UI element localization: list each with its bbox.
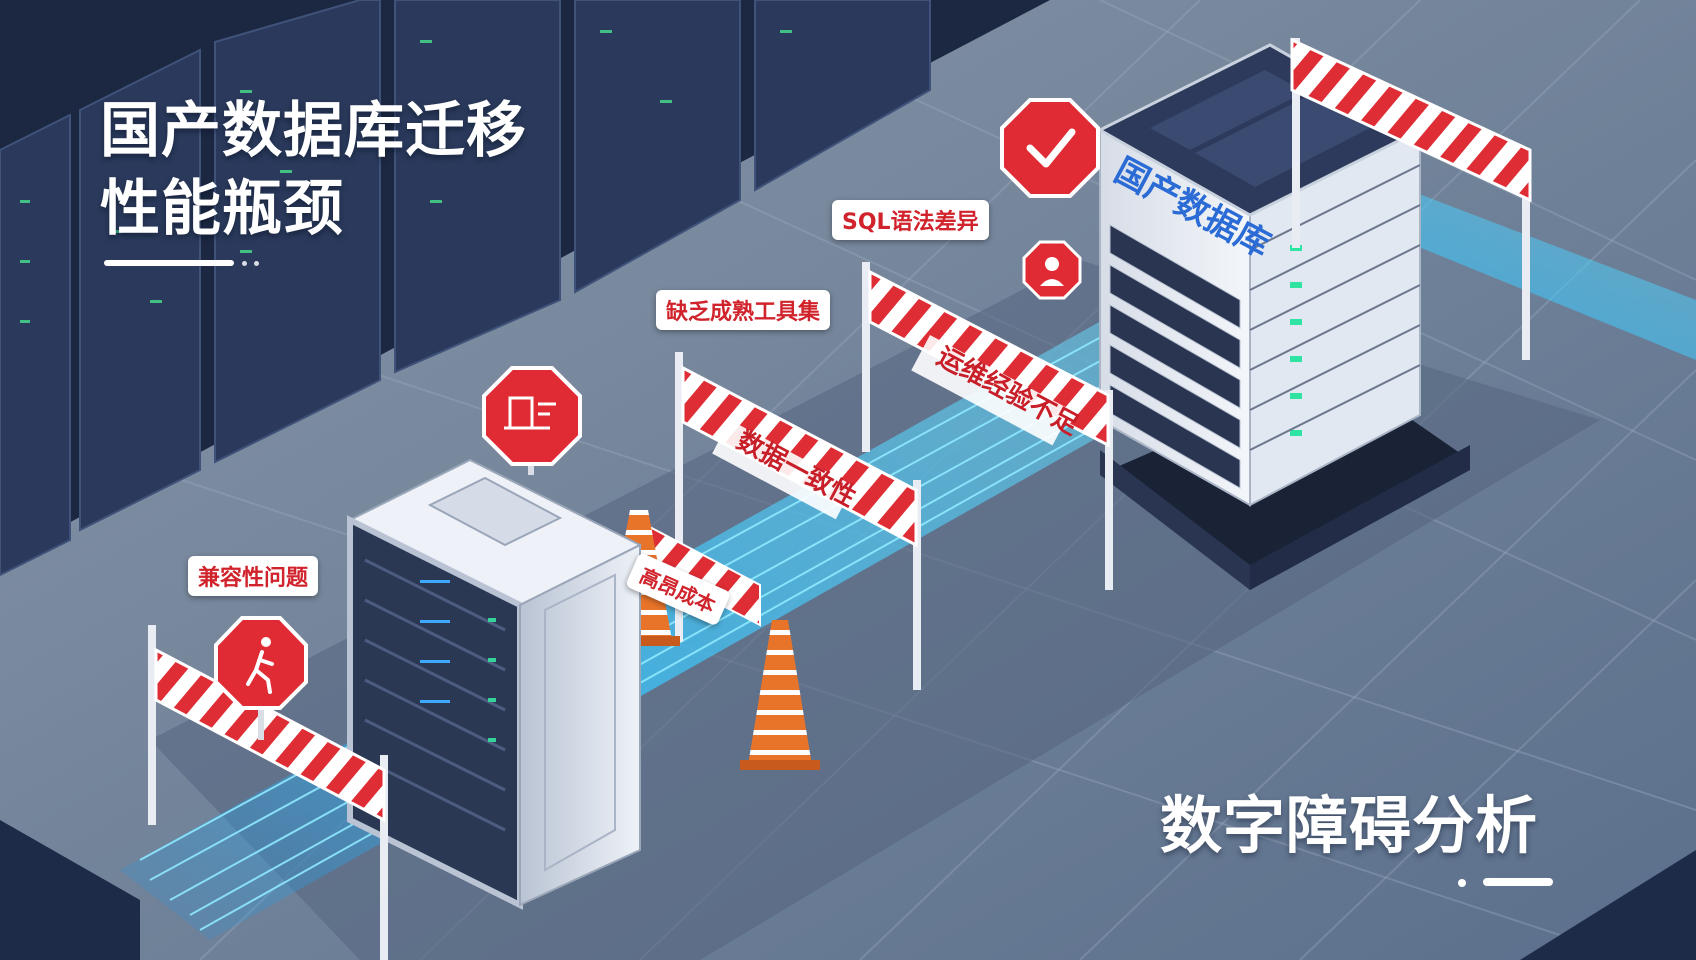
title-dot-2 bbox=[254, 261, 259, 266]
legacy-server-cabinet bbox=[347, 458, 643, 910]
background-rack-units bbox=[0, 0, 931, 577]
traffic-cone-right bbox=[740, 620, 820, 770]
warning-sign-workstation bbox=[482, 366, 582, 475]
barrier-data-consistency: 数据一致性 bbox=[675, 352, 921, 690]
barrier-server-top bbox=[1290, 37, 1532, 360]
barrier-front-left bbox=[148, 625, 388, 960]
title-underline bbox=[104, 260, 234, 266]
subtitle-dot bbox=[1458, 879, 1466, 887]
rack-status-leds bbox=[20, 30, 792, 323]
headset-person-icon bbox=[1040, 257, 1064, 286]
title-dot-1 bbox=[242, 261, 247, 266]
check-mark-icon bbox=[1026, 128, 1076, 168]
corner-rack-left bbox=[0, 820, 140, 960]
page-title: 国产数据库迁移 性能瓶颈 bbox=[100, 92, 527, 248]
title-line-1: 国产数据库迁移 bbox=[100, 96, 527, 166]
tag-tools: 缺乏成熟工具集 bbox=[656, 290, 831, 330]
section-subtitle: 数字障碍分析 bbox=[1160, 789, 1539, 862]
person-running-icon bbox=[246, 637, 274, 694]
tag-sql-syntax: SQL语法差异 bbox=[832, 200, 989, 240]
warning-sign-check bbox=[1000, 98, 1100, 198]
corner-rack bbox=[1520, 850, 1696, 960]
title-line-2: 性能瓶颈 bbox=[100, 174, 344, 244]
workstation-icon bbox=[504, 396, 556, 430]
warning-sign-runner bbox=[214, 616, 308, 740]
warning-sign-support bbox=[1022, 240, 1082, 300]
barrier-ops-experience: 运维经验不足 bbox=[862, 262, 1113, 590]
subtitle-underline bbox=[1483, 878, 1553, 886]
tag-compatibility: 兼容性问题 bbox=[188, 556, 319, 596]
